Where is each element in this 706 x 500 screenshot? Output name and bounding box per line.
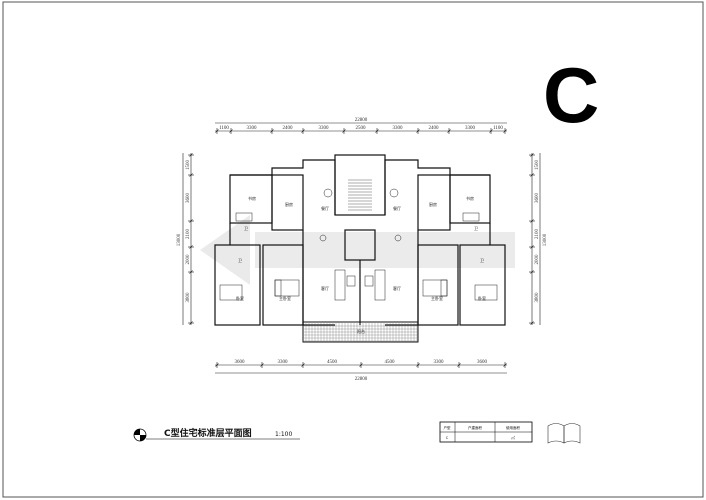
room-label: 主卧室: [279, 295, 291, 301]
dim-right-total: 13000: [543, 233, 548, 246]
dimension-label: 2500: [356, 126, 367, 131]
dimension-label: 3300: [434, 360, 445, 365]
open-book-icon: [547, 423, 581, 444]
dimension-lines: [182, 122, 541, 374]
dimension-label: 3600: [186, 193, 191, 204]
room-label: 厨房: [285, 201, 293, 207]
dimension-label: 2400: [283, 126, 294, 131]
room-label: 餐厅: [321, 205, 329, 211]
dimension-label: 1500: [186, 160, 191, 171]
dim-top-total: 22800: [355, 118, 368, 123]
dim-left-total: 13000: [177, 233, 182, 246]
room-label: 卧室: [236, 295, 244, 301]
dimension-label: 2100: [186, 229, 191, 240]
room-label-balcony: 阳台: [357, 328, 365, 334]
table-header: 户建面积: [468, 425, 482, 430]
dimension-label: 3300: [465, 126, 476, 131]
dimension-label: 2100: [535, 229, 540, 240]
room-label: 卫: [238, 258, 242, 263]
room-label: 卫: [244, 226, 248, 231]
drawing-scale: 1:100: [275, 431, 292, 438]
dimension-label: 4500: [327, 360, 338, 365]
dimension-label: 1100: [493, 126, 503, 131]
table-header: 使用面积: [506, 425, 520, 430]
room-label: 厨房: [429, 201, 437, 207]
plan-walls: [214, 154, 506, 326]
dimension-label: 1500: [535, 160, 540, 171]
room-label: 卫: [480, 258, 484, 263]
room-label: 书房: [466, 195, 474, 201]
dimension-label: 3600: [535, 193, 540, 204]
dim-bottom-total: 22800: [355, 377, 368, 382]
dimension-label: 3300: [247, 126, 258, 131]
dimension-label: 1100: [219, 126, 229, 131]
dimension-label: 3600: [235, 360, 246, 365]
table-cell: C: [446, 436, 449, 440]
dimension-label: 4500: [385, 360, 396, 365]
table-cell: ㎡: [511, 435, 515, 440]
room-label: 客厅: [321, 285, 329, 291]
dimension-label: 3300: [319, 126, 330, 131]
dimension-label: 2400: [429, 126, 440, 131]
sheet-letter: C: [543, 51, 599, 139]
room-label: 主卧室: [431, 295, 443, 301]
north-symbol-icon: [133, 428, 147, 442]
watermark: [200, 215, 515, 285]
dimension-label: 2000: [535, 254, 540, 265]
room-label: 卫: [474, 226, 478, 231]
dimension-label: 3300: [278, 360, 289, 365]
room-label: 客厅: [393, 285, 401, 291]
room-label: 餐厅: [393, 205, 401, 211]
dimension-label: 3300: [393, 126, 404, 131]
stair-icon: [348, 179, 372, 211]
dimension-label: 3800: [186, 292, 191, 303]
dimension-label: 3600: [477, 360, 488, 365]
room-label: 书房: [248, 195, 256, 201]
balcony: [302, 321, 419, 343]
furniture: [219, 188, 498, 301]
area-table: 户型 户建面积 使用面积 C ㎡: [439, 421, 533, 443]
dimension-label: 3800: [535, 292, 540, 303]
drawing-title: C型住宅标准层平面图: [164, 427, 252, 439]
room-label: 卧室: [478, 295, 486, 301]
dimension-label: 2000: [186, 254, 191, 265]
table-header: 户型: [444, 425, 452, 430]
